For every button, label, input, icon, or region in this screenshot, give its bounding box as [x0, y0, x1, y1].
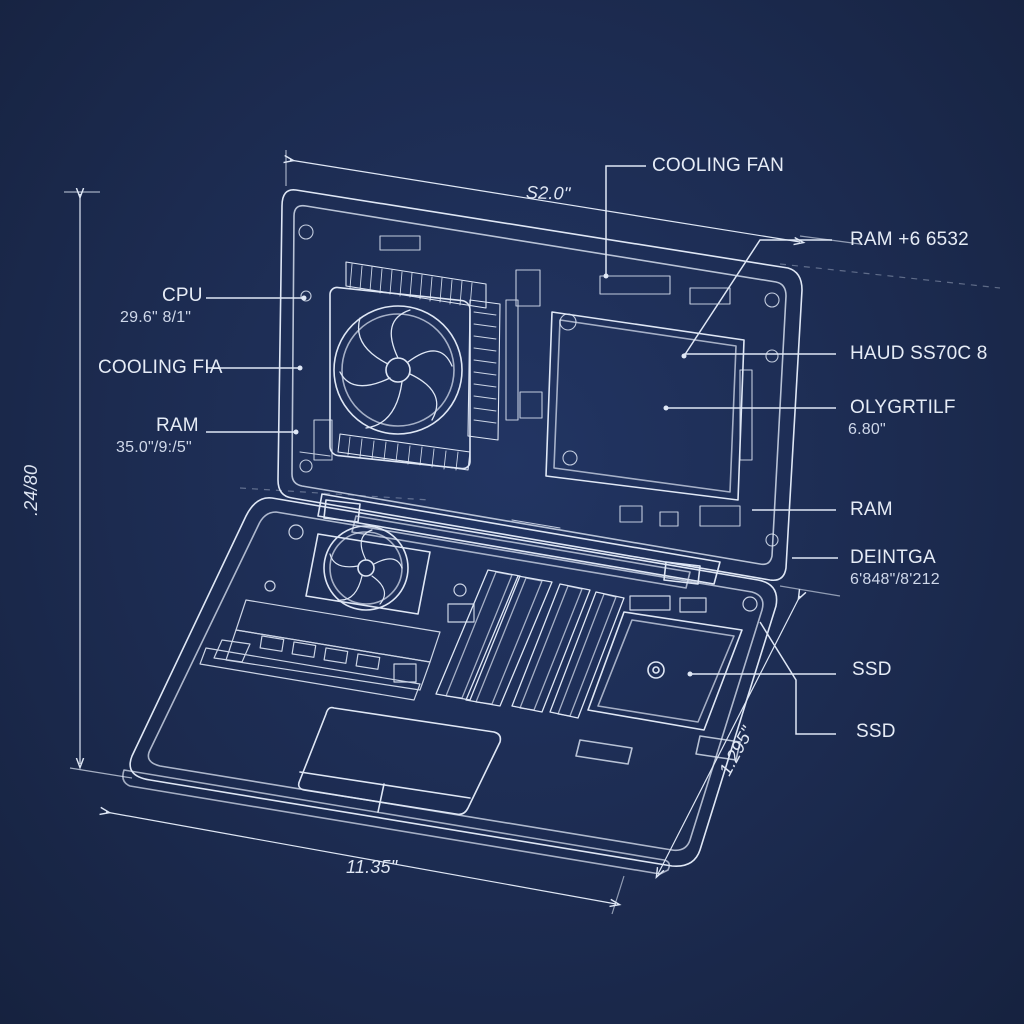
callout-top-cooling-fan: COOLING FAN: [652, 155, 785, 176]
base-ram-slots: [435, 569, 625, 719]
callout-olygrtilf-dim: 6.80": [848, 421, 886, 438]
callout-ram-left: RAM: [156, 415, 199, 436]
callout-olygrtilf: OLYGRTILF: [850, 397, 956, 418]
callout-ram-left-dim: 35.0"/9:/5": [116, 439, 192, 456]
leader-lines: [206, 165, 838, 735]
callout-deintga-dim: 6'848"/8'212: [850, 571, 940, 588]
callout-cpu-dim: 29.6" 8/1": [120, 309, 192, 326]
leader-dots: [293, 273, 693, 677]
callout-ram-top: RAM +6 6532: [850, 229, 969, 250]
laptop-lid: [277, 189, 803, 589]
dimension-left-height: .24/80: [21, 464, 41, 516]
callout-cpu: CPU: [162, 285, 203, 306]
callout-ram-right: RAM: [850, 499, 893, 520]
callout-cooling-fia: COOLING FIA: [98, 357, 223, 378]
lid-cooling-fan: [329, 286, 471, 470]
callout-ssd-2: SSD: [856, 721, 896, 742]
callout-ssd-1: SSD: [852, 659, 892, 680]
touchpad: [297, 706, 502, 816]
lid-heatsink: [337, 261, 501, 471]
dimension-lines: [64, 150, 1001, 915]
base-cooling-fan: [305, 525, 431, 615]
callout-deintga: DEINTGA: [850, 547, 936, 568]
lid-display-module: [545, 311, 745, 501]
dimension-top-width: S2.0": [525, 182, 571, 204]
dimension-bottom-width: 11.35": [346, 857, 398, 877]
callout-hard-ssd: HAUD SS70C 8: [850, 343, 988, 364]
